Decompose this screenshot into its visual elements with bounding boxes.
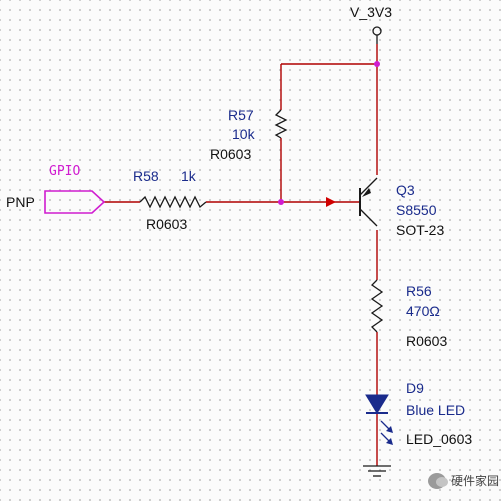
gpio-net-label: GPIO	[49, 164, 81, 179]
q3-transistor-symbol	[359, 177, 378, 227]
ground-symbol	[363, 465, 391, 477]
power-symbol-v3v3	[372, 26, 382, 44]
r56-value-label: 470Ω	[406, 303, 440, 319]
r56-ref-label: R56	[406, 283, 432, 299]
port-name-label: PNP	[6, 194, 35, 210]
r56-footprint-label: R0603	[406, 333, 448, 349]
r57-resistor-symbol	[274, 109, 288, 139]
d9-led-symbol	[365, 394, 393, 445]
q3-part-label: S8550	[396, 202, 437, 218]
r58-resistor-symbol	[139, 195, 207, 209]
power-net-label: V_3V3	[350, 4, 393, 20]
r56-resistor-symbol	[370, 279, 384, 333]
wechat-icon	[428, 472, 448, 489]
r57-footprint-label: R0603	[210, 146, 252, 162]
r57-value-label: 10k	[232, 126, 255, 142]
gpio-port-symbol	[44, 190, 106, 214]
r58-value-label: 1k	[181, 168, 196, 184]
r57-ref-label: R57	[228, 107, 254, 123]
junction-top	[374, 61, 380, 67]
d9-ref-label: D9	[406, 380, 424, 396]
d9-footprint-label: LED_0603	[406, 431, 473, 447]
watermark: 硬件家园	[428, 472, 499, 489]
junction-base	[278, 199, 284, 205]
base-pin-arrow	[326, 197, 336, 207]
r58-ref-label: R58	[133, 168, 159, 184]
q3-package-label: SOT-23	[396, 222, 445, 238]
d9-value-label: Blue LED	[406, 402, 466, 418]
watermark-text: 硬件家园	[451, 474, 500, 488]
r58-footprint-label: R0603	[146, 216, 188, 232]
q3-ref-label: Q3	[396, 182, 415, 198]
